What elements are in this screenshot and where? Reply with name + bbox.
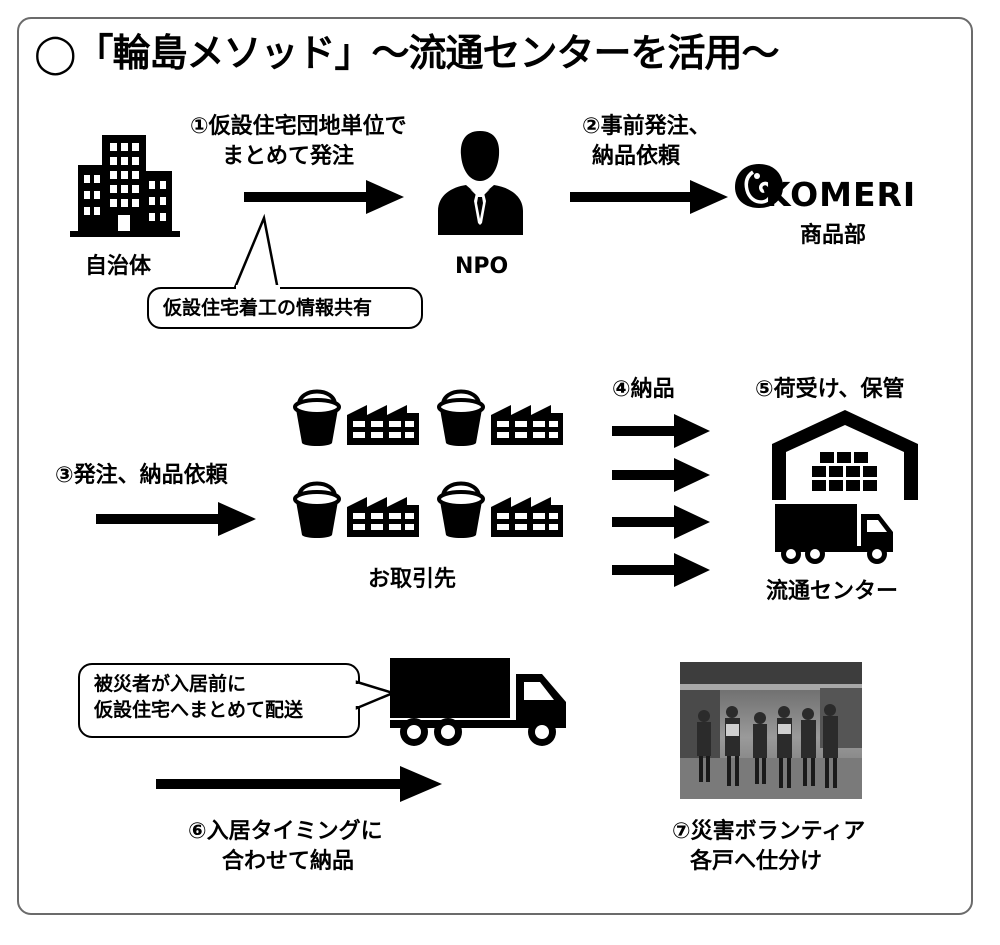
arrow-step4-1 <box>612 414 710 448</box>
arrow-step2 <box>570 180 728 214</box>
step2-line1: ②事前発注、 <box>582 114 711 139</box>
step1-line2: まとめて発注 <box>222 144 355 169</box>
step4-label: ④納品 <box>612 377 675 402</box>
truck-icon-small <box>775 504 893 564</box>
komeri-logo-text: KOMERI <box>765 175 917 214</box>
arrow-step1 <box>244 180 404 214</box>
supplier-icon-3 <box>293 481 419 538</box>
callout-delivery-pointer <box>355 680 397 710</box>
volunteers-photo <box>680 662 862 799</box>
suppliers-label: お取引先 <box>368 567 457 592</box>
peacock-logo-icon <box>735 164 783 208</box>
callout-pointer <box>232 213 280 292</box>
arrow-step4-4 <box>612 553 710 587</box>
callout-pointer-cover <box>236 285 280 291</box>
supplier-icon-4 <box>437 481 563 538</box>
supplier-icon-2 <box>437 389 563 446</box>
step3-label: ③発注、納品依頼 <box>55 463 228 488</box>
callout-delivery-line2: 仮設住宅へまとめて配送 <box>94 698 304 721</box>
municipality-label: 自治体 <box>85 254 152 279</box>
arrow-step4-3 <box>612 505 710 539</box>
diagram-frame <box>17 17 973 915</box>
step5-label: ⑤荷受け、保管 <box>755 377 905 402</box>
arrow-step4-2 <box>612 458 710 492</box>
callout-delivery: 被災者が入居前に 仮設住宅へまとめて配送 <box>78 663 360 738</box>
step6-line2: 合わせて納品 <box>222 849 355 874</box>
callout-info-share-text: 仮設住宅着工の情報共有 <box>163 297 373 319</box>
distribution-center-label: 流通センター <box>766 579 899 604</box>
page-title: ◯「輪島メソッド」〜流通センターを活用〜 <box>34 31 780 75</box>
npo-label: NPO <box>455 254 509 279</box>
step2-line2: 納品依頼 <box>592 144 681 169</box>
truck-icon <box>390 658 566 746</box>
warehouse-icon <box>772 410 918 500</box>
arrow-step3 <box>96 502 256 536</box>
supplier-icon-1 <box>293 389 419 446</box>
step7-line2: 各戸へ仕分け <box>690 849 823 874</box>
komeri-dept-label: 商品部 <box>800 223 867 248</box>
step1-line1: ①仮設住宅団地単位で <box>190 114 407 139</box>
step6-line1: ⑥入居タイミングに <box>188 819 383 844</box>
businessman-icon <box>438 131 523 235</box>
step7-line1: ⑦災害ボランティア <box>672 819 866 844</box>
callout-delivery-line1: 被災者が入居前に <box>94 673 247 695</box>
callout-info-share: 仮設住宅着工の情報共有 <box>147 287 423 329</box>
arrow-step6 <box>156 766 442 802</box>
office-building-icon <box>70 135 180 237</box>
